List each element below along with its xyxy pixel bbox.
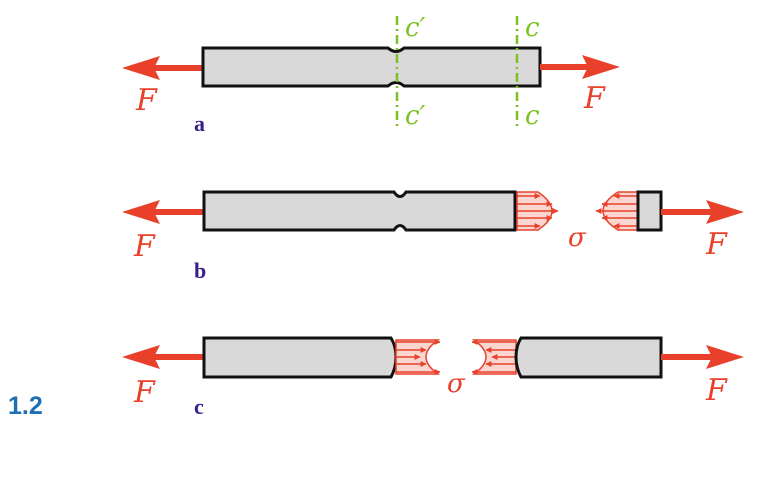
figure-number: 1.2 (8, 392, 43, 420)
stress-symbol-b: σ (568, 223, 587, 253)
force-arrow-left-c (122, 345, 204, 369)
force-arrow-left-b (122, 200, 204, 224)
bar-c-left (202, 336, 398, 379)
force-arrow-right-c (661, 345, 744, 369)
stress-symbol-c: σ (447, 369, 466, 399)
panel-label-a: a (194, 111, 205, 136)
label-c-top: c (525, 13, 540, 43)
bar-b-left (202, 190, 517, 232)
force-arrow-right-b (661, 200, 744, 224)
force-label-right-b: F (705, 227, 728, 262)
bar-a (201, 46, 542, 88)
force-label-left-a: F (135, 83, 158, 118)
stress-distribution-b-left (516, 191, 559, 231)
force-label-right-a: F (583, 81, 606, 116)
panel-c: σ F F c (122, 336, 744, 419)
force-label-left-b: F (133, 229, 156, 264)
bar-b-right (636, 190, 663, 232)
stress-distribution-c-left (395, 339, 441, 375)
panel-label-b: b (194, 258, 206, 283)
force-arrow-right-a (540, 55, 620, 79)
stress-distribution-b-right (595, 191, 639, 231)
panel-a: c′ c′ c c F F a (122, 13, 620, 136)
bar-c-right (514, 336, 663, 379)
force-label-right-c: F (705, 373, 728, 408)
label-c-prime-top: c′ (405, 13, 426, 43)
panel-b: σ F F b (122, 190, 744, 283)
force-label-left-c: F (133, 375, 156, 410)
label-c-bottom: c (525, 101, 540, 131)
label-c-prime-bottom: c′ (405, 101, 426, 131)
panel-label-c: c (194, 394, 204, 419)
stress-distribution-c-right (471, 339, 517, 375)
force-arrow-left-a (122, 56, 203, 80)
